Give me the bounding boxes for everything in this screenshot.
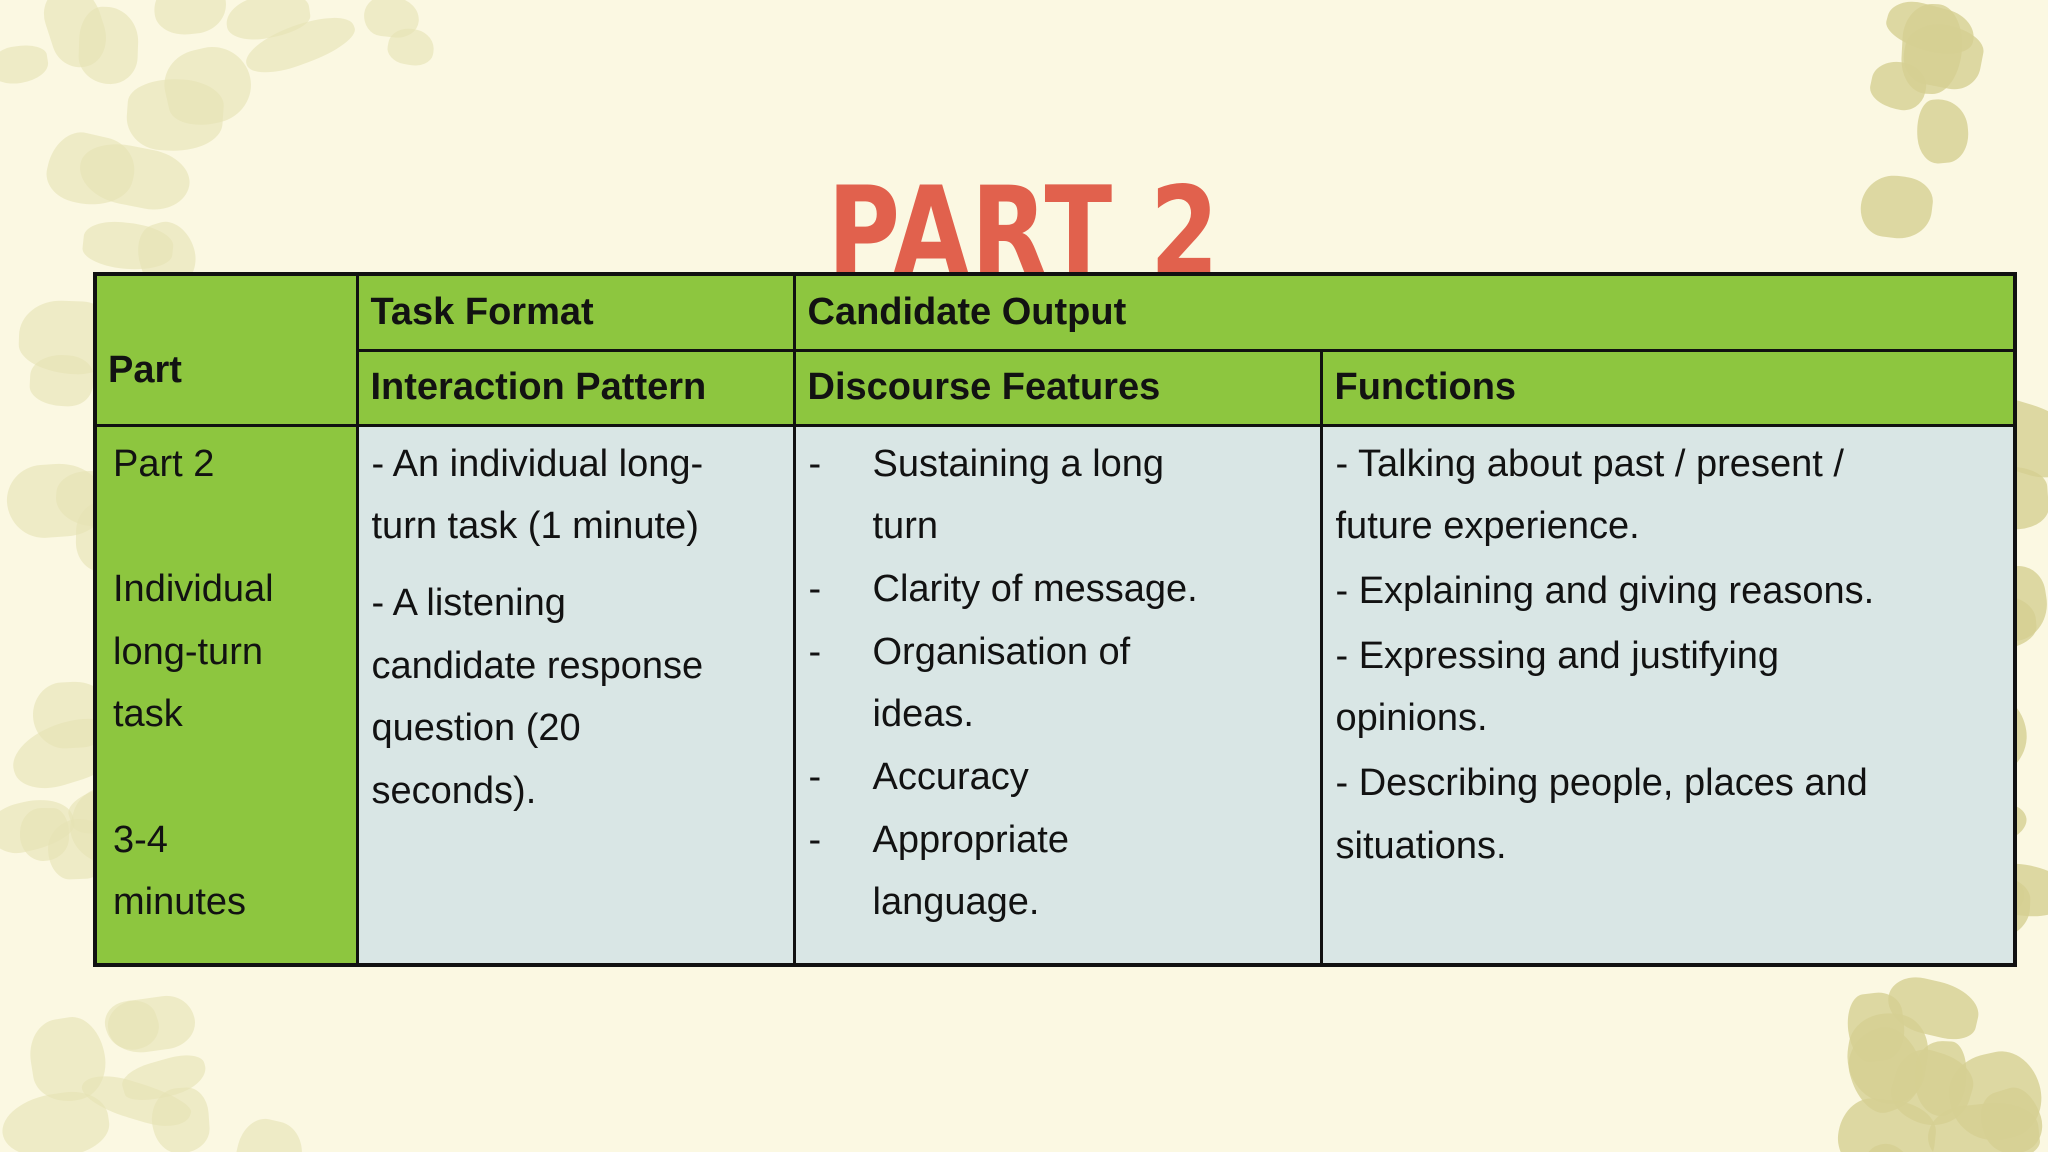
- pebble: [0, 1086, 113, 1152]
- interaction-pattern-item: - A listening candidate response questio…: [371, 581, 704, 812]
- dash-bullet: -: [808, 818, 822, 861]
- discourse-feature-text: Organisation of ideas.: [872, 630, 1131, 736]
- pebble: [151, 0, 229, 38]
- pebble: [226, 1113, 309, 1152]
- pebble: [1881, 0, 1980, 62]
- pebble: [1973, 1081, 2048, 1152]
- pebble: [223, 0, 313, 44]
- discourse-feature-item: - Clarity of message.: [809, 558, 1307, 621]
- discourse-feature-text: Clarity of message.: [872, 567, 1198, 610]
- pebble: [99, 992, 165, 1058]
- pebble: [362, 0, 421, 40]
- pebble: [1914, 96, 1971, 166]
- body-cell-part: Part 2 Individual long-turn task 3-4 min…: [93, 423, 359, 967]
- pebble: [1882, 971, 1984, 1045]
- pebble: [1860, 1138, 1920, 1152]
- pebble: [157, 39, 259, 133]
- pebble: [239, 6, 361, 83]
- pebble: [19, 807, 70, 862]
- header-cell-interaction-pattern: Interaction Pattern: [355, 348, 796, 427]
- function-item: - Describing people, places and situatio…: [1335, 761, 1868, 867]
- part-line: 3-4 minutes: [113, 818, 247, 924]
- pebble: [149, 1086, 212, 1152]
- part-line: [113, 746, 305, 809]
- pebble: [1834, 1095, 1939, 1152]
- pebble: [77, 5, 140, 86]
- body-cell-interaction-pattern: - An individual long-turn task (1 minute…: [355, 423, 796, 967]
- body-cell-discourse-features: - Sustaining a long turn - Clarity of me…: [792, 423, 1323, 967]
- dash-bullet: -: [808, 630, 822, 673]
- discourse-feature-text: Accuracy: [872, 755, 1029, 798]
- discourse-feature-item: - Organisation of ideas.: [809, 621, 1307, 746]
- dash-bullet: -: [808, 442, 822, 485]
- pebble: [1844, 989, 1908, 1065]
- discourse-features-list: - Sustaining a long turn - Clarity of me…: [809, 433, 1307, 935]
- pebble: [0, 41, 51, 88]
- part-line: Part 2: [113, 442, 215, 485]
- pebble: [118, 1049, 211, 1108]
- interaction-pattern-item: - An individual long-turn task (1 minute…: [371, 442, 704, 548]
- function-item: - Explaining and giving reasons.: [1335, 569, 1875, 612]
- part-line: [113, 495, 305, 558]
- discourse-feature-text: Appropriate language.: [872, 818, 1069, 924]
- pebble: [24, 1012, 112, 1107]
- pebble: [0, 791, 79, 860]
- exam-format-table: Part Task Format Candidate Output Intera…: [93, 272, 2018, 967]
- discourse-feature-item: - Sustaining a long turn: [809, 433, 1307, 558]
- pebble: [1898, 18, 1988, 94]
- header-cell-functions: Functions: [1319, 348, 2017, 427]
- pebble: [124, 75, 226, 155]
- pebble: [1839, 1019, 1932, 1120]
- header-row-2: Interaction Pattern Discourse Features F…: [95, 348, 2017, 427]
- table-row: Part 2 Individual long-turn task 3-4 min…: [93, 423, 2017, 967]
- function-item: - Expressing and justifying opinions.: [1335, 634, 1780, 740]
- header-cell-part: Part: [93, 272, 359, 427]
- pebble: [4, 460, 108, 541]
- header-row-1: Part Task Format Candidate Output: [93, 272, 2017, 427]
- part-lines: Part 2 Individual long-turn task 3-4 min…: [113, 433, 305, 935]
- pebble: [1857, 171, 1936, 243]
- pebble: [41, 126, 141, 214]
- functions-list: - Talking about past / present / future …: [1336, 433, 2001, 878]
- pebble: [28, 353, 95, 408]
- discourse-feature-item: - Appropriate language.: [809, 809, 1307, 934]
- pebble: [1925, 1098, 2042, 1152]
- pebble: [1941, 1044, 2048, 1149]
- discourse-feature-item: - Accuracy: [809, 746, 1307, 809]
- header-cell-discourse-features: Discourse Features: [792, 348, 1323, 427]
- pebble: [104, 992, 199, 1057]
- header-cell-candidate-output: Candidate Output: [792, 272, 2017, 352]
- pebble: [74, 136, 195, 217]
- pebble: [77, 1067, 195, 1135]
- pebble: [36, 0, 115, 75]
- part-line: Individual long-turn task: [113, 567, 274, 736]
- dash-bullet: -: [808, 567, 822, 610]
- function-item: - Talking about past / present / future …: [1335, 442, 1844, 548]
- pebble: [80, 218, 176, 274]
- interaction-pattern-list: - An individual long-turn task (1 minute…: [372, 433, 780, 823]
- header-cell-task-format: Task Format: [355, 272, 796, 352]
- pebble: [384, 24, 438, 70]
- pebble: [1899, 2, 1965, 96]
- pebble: [1884, 1042, 1980, 1135]
- pebble: [1913, 1039, 1968, 1118]
- discourse-feature-text: Sustaining a long turn: [872, 442, 1165, 548]
- dash-bullet: -: [808, 755, 822, 798]
- pebble: [1840, 1007, 1934, 1109]
- body-cell-functions: - Talking about past / present / future …: [1319, 423, 2017, 967]
- pebble: [1866, 56, 1931, 115]
